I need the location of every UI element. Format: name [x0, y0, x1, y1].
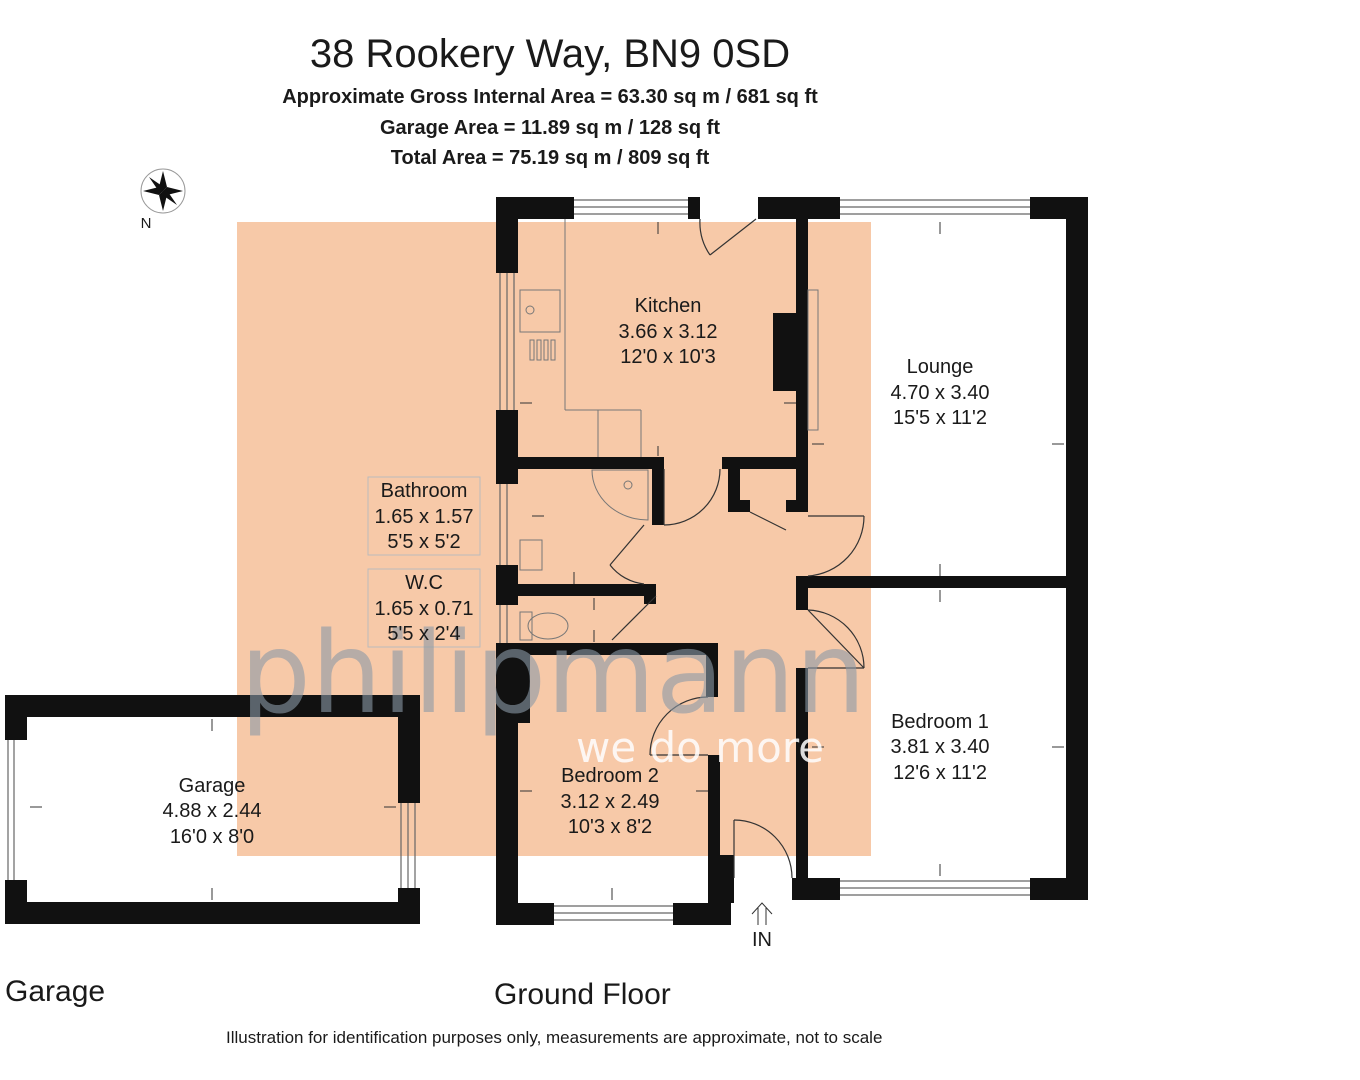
doors — [609, 218, 865, 879]
garage-area: Garage Area = 11.89 sq m / 128 sq ft — [380, 117, 720, 139]
watermark-block — [237, 222, 871, 856]
wc-metric: 1.65 x 0.71 — [375, 598, 474, 620]
lounge-metric: 4.70 x 3.40 — [891, 382, 990, 404]
bedroom2-name: Bedroom 2 — [561, 765, 659, 787]
wc-imperial: 5'5 x 2'4 — [387, 623, 460, 645]
bathroom-name: Bathroom — [381, 480, 468, 502]
garage-door-opening — [7, 740, 416, 888]
disclaimer: Illustration for identification purposes… — [226, 1028, 883, 1047]
bedroom1-imperial: 12'6 x 11'2 — [893, 762, 987, 784]
plan-title: 38 Rookery Way, BN9 0SD — [309, 32, 791, 76]
garage-metric: 4.88 x 2.44 — [163, 800, 262, 822]
bathroom-label-box — [367, 476, 481, 556]
bedroom1-metric: 3.81 x 3.40 — [891, 736, 990, 758]
garage-name: Garage — [179, 775, 246, 797]
watermark-brand: philipmann — [240, 609, 866, 739]
house-walls — [496, 197, 1088, 925]
kitchen-imperial: 12'0 x 10'3 — [620, 346, 716, 368]
entrance-label: IN — [752, 929, 772, 951]
wc-name: W.C — [405, 572, 443, 594]
bathroom-imperial: 5'5 x 5'2 — [387, 531, 460, 553]
bedroom2-imperial: 10'3 x 8'2 — [568, 816, 652, 838]
bathroom-fixtures — [519, 469, 649, 641]
lounge-imperial: 15'5 x 11'2 — [893, 407, 987, 429]
kitchen-name: Kitchen — [635, 295, 702, 317]
dimension-arrows — [30, 222, 1064, 900]
garage-floor-label: Garage — [5, 975, 106, 1008]
bedroom1-name: Bedroom 1 — [891, 711, 989, 733]
compass-label: N — [141, 215, 152, 232]
ground-floor-label: Ground Floor — [494, 978, 671, 1011]
watermark-tagline: we do more — [576, 723, 824, 772]
total-area: Total Area = 75.19 sq m / 809 sq ft — [390, 147, 710, 169]
garage-walls — [5, 695, 420, 924]
up-arrow-icon — [751, 902, 773, 925]
windows — [499, 199, 1030, 921]
wc-label-box — [367, 568, 481, 648]
kitchen-metric: 3.66 x 3.12 — [619, 321, 718, 343]
kitchen-units — [519, 219, 819, 457]
garage-imperial: 16'0 x 8'0 — [170, 826, 254, 848]
gross-internal-area: Approximate Gross Internal Area = 63.30 … — [282, 86, 818, 108]
bathroom-metric: 1.65 x 1.57 — [375, 506, 474, 528]
lounge-name: Lounge — [907, 356, 974, 378]
compass-icon — [140, 168, 186, 214]
bedroom2-metric: 3.12 x 2.49 — [561, 791, 660, 813]
